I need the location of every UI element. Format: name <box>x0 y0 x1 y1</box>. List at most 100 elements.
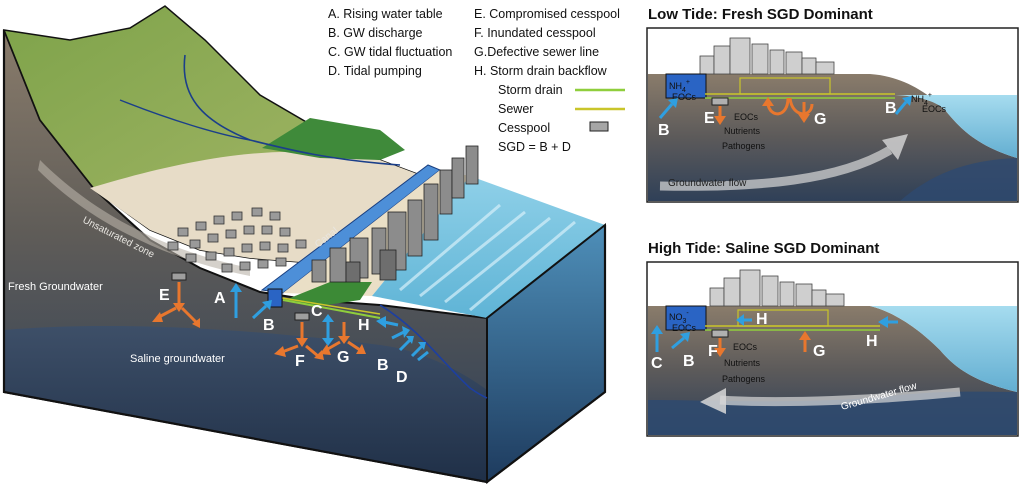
seafloor-profile <box>379 304 488 399</box>
high-tide-flow-arrowhead <box>700 388 726 414</box>
label-C: C <box>311 303 323 320</box>
low-tide-eocs-center: EOCs <box>734 112 759 122</box>
high-tide-buildings <box>709 269 845 307</box>
storm-drain-pipe <box>282 299 381 319</box>
legend-sewer-label: Sewer <box>498 102 533 116</box>
low-tide-panel: Low Tide: Fresh SGD Dominant NH4+ EOCs <box>646 6 1019 203</box>
low-tide-flow-arrow <box>659 146 893 191</box>
label-A: A <box>214 290 226 307</box>
high-tide-F-arrow <box>714 338 726 357</box>
low-tide-nutrients: Nutrients <box>724 126 761 136</box>
high-tide-C-arrow <box>651 325 663 352</box>
low-tide-label-E: E <box>704 110 715 127</box>
low-tide-B-right-arrow <box>894 96 912 115</box>
cesspool-F <box>294 312 310 321</box>
high-tide-label-G: G <box>813 343 825 360</box>
high-tide-label-F: F <box>708 343 718 360</box>
low-tide-eocs-right: EOCs <box>922 104 947 114</box>
sewer-pipe <box>269 295 381 315</box>
high-tide-sea <box>870 306 1017 392</box>
legend-item-a: A. Rising water table <box>328 7 443 21</box>
forest-patch <box>262 118 405 160</box>
low-tide-pathogens: Pathogens <box>722 141 766 151</box>
low-tide-sea <box>895 95 1017 158</box>
low-tide-saline <box>900 158 1017 201</box>
high-tide-flow-arrow <box>719 387 961 407</box>
high-tide-pathogens: Pathogens <box>722 374 766 384</box>
low-tide-label-B-right: B <box>885 100 897 117</box>
high-tide-H-top-arrow <box>736 314 752 326</box>
low-tide-gw-flow: Groundwater flow <box>668 178 747 189</box>
legend-item-d: D. Tidal pumping <box>328 64 422 78</box>
label-E: E <box>159 287 170 304</box>
process-B-arrows <box>251 300 272 320</box>
high-tide-eocs-center: EOCs <box>733 342 758 352</box>
sea-surface <box>372 176 605 318</box>
houses <box>167 207 307 273</box>
legend-item-h: H. Storm drain backflow <box>474 64 608 78</box>
high-rise-buildings <box>311 145 479 283</box>
legend: A. Rising water table B. GW discharge C.… <box>328 7 625 154</box>
park <box>285 282 372 306</box>
high-tide-label-B: B <box>683 353 695 370</box>
process-G-arrows <box>320 322 366 355</box>
process-D-arrows <box>391 326 429 362</box>
high-tide-eocs-left: EOCs <box>672 323 697 333</box>
process-E-arrows <box>152 282 200 328</box>
process-A-arrows <box>230 283 242 318</box>
low-tide-cesspool <box>711 97 729 106</box>
low-tide-flow-arrowhead <box>882 134 908 160</box>
legend-item-c: C. GW tidal fluctuation <box>328 45 452 59</box>
cesspool-icon <box>589 121 609 132</box>
saline-groundwater-zone <box>4 325 487 482</box>
legend-item-e: E. Compromised cesspool <box>474 7 620 21</box>
high-tide-no3: NO3- <box>669 310 689 325</box>
legend-cesspool-label: Cesspool <box>498 121 550 135</box>
high-tide-panel: High Tide: Saline SGD Dominant NO3- EOCs… <box>646 240 1019 437</box>
sea-waves <box>399 203 576 312</box>
high-tide-H-right-arrow <box>878 316 898 328</box>
stream-tributary <box>119 99 251 141</box>
legend-storm-drain-label: Storm drain <box>498 83 563 97</box>
low-tide-ground <box>648 74 1017 201</box>
main-block-diagram: Canal <box>2 5 607 485</box>
low-tide-G-arrowheads <box>762 97 810 123</box>
legend-item-g: G.Defective sewer line <box>474 45 599 59</box>
low-tide-B-left-arrow <box>658 98 678 119</box>
low-tide-storm-drain <box>665 73 707 99</box>
legend-sgd-equation: SGD = B + D <box>498 140 571 154</box>
process-H-arrows <box>376 316 399 328</box>
high-tide-label-H-right: H <box>866 333 878 350</box>
low-tide-nh4: NH4+ <box>669 79 690 94</box>
low-tide-title: Low Tide: Fresh SGD Dominant <box>648 6 873 23</box>
label-B: B <box>263 317 275 334</box>
high-tide-label-H-top: H <box>756 311 768 328</box>
high-tide-storm-drain <box>665 305 707 331</box>
label-D: D <box>396 369 408 386</box>
low-tide-E-arrow <box>714 106 726 125</box>
high-tide-label-C: C <box>651 355 663 372</box>
high-tide-G-arrow <box>799 331 811 352</box>
low-tide-label-B-left: B <box>658 122 670 139</box>
high-tide-cesspool <box>711 329 729 338</box>
high-tide-nutrients: Nutrients <box>724 358 761 368</box>
low-tide-G-arrows <box>766 97 814 116</box>
low-tide-nh4-right: NH4+ <box>911 92 932 107</box>
process-C-arrows <box>322 314 334 346</box>
low-tide-buildings <box>699 37 835 75</box>
high-tide-title: High Tide: Saline SGD Dominant <box>648 240 879 257</box>
legend-item-b: B. GW discharge <box>328 26 423 40</box>
stream <box>183 54 401 166</box>
low-tide-label-G: G <box>814 111 826 128</box>
saline-groundwater-label: Saline groundwater <box>130 353 225 365</box>
label-F: F <box>295 353 305 370</box>
high-tide-B-arrow <box>671 332 690 350</box>
label-G: G <box>337 349 349 366</box>
low-tide-eocs-left: EOCs <box>672 92 697 102</box>
low-tide-sewer-loop <box>739 77 831 95</box>
legend-item-f: F. Inundated cesspool <box>474 26 596 40</box>
label-H: H <box>358 317 370 334</box>
fresh-groundwater-label: Fresh Groundwater <box>8 281 103 293</box>
cesspool-E <box>171 272 187 281</box>
